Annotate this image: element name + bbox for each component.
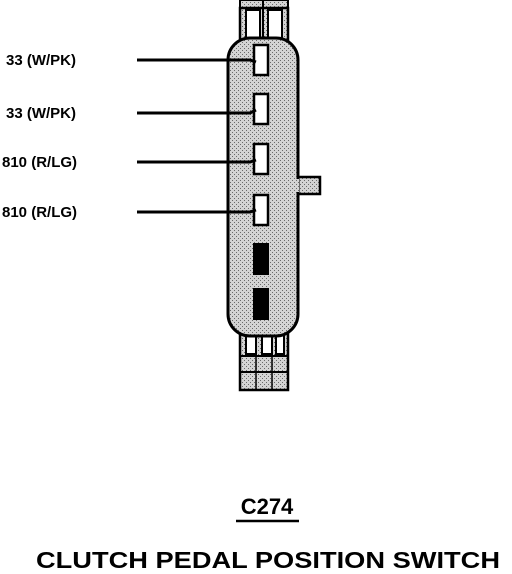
cavity-1: [252, 43, 270, 77]
cavity-4: [252, 193, 270, 227]
component-name: CLUTCH PEDAL POSITION SWITCH: [36, 547, 500, 573]
wire-label-3: 810 (R/LG): [2, 154, 77, 171]
cavity-2: [252, 92, 270, 126]
cavity-5-plugged: [253, 243, 269, 275]
cavity-3: [252, 142, 270, 176]
wire-label-4: 810 (R/LG): [2, 204, 77, 221]
wire-label-2: 33 (W/PK): [6, 105, 76, 122]
leader-lines: [137, 58, 257, 214]
connector-id: C274: [241, 494, 294, 519]
bottom-wire-stubs: [238, 328, 290, 392]
cavity-6-plugged: [253, 288, 269, 320]
wire-label-1: 33 (W/PK): [6, 52, 76, 69]
top-wire-stubs: [238, 0, 290, 44]
